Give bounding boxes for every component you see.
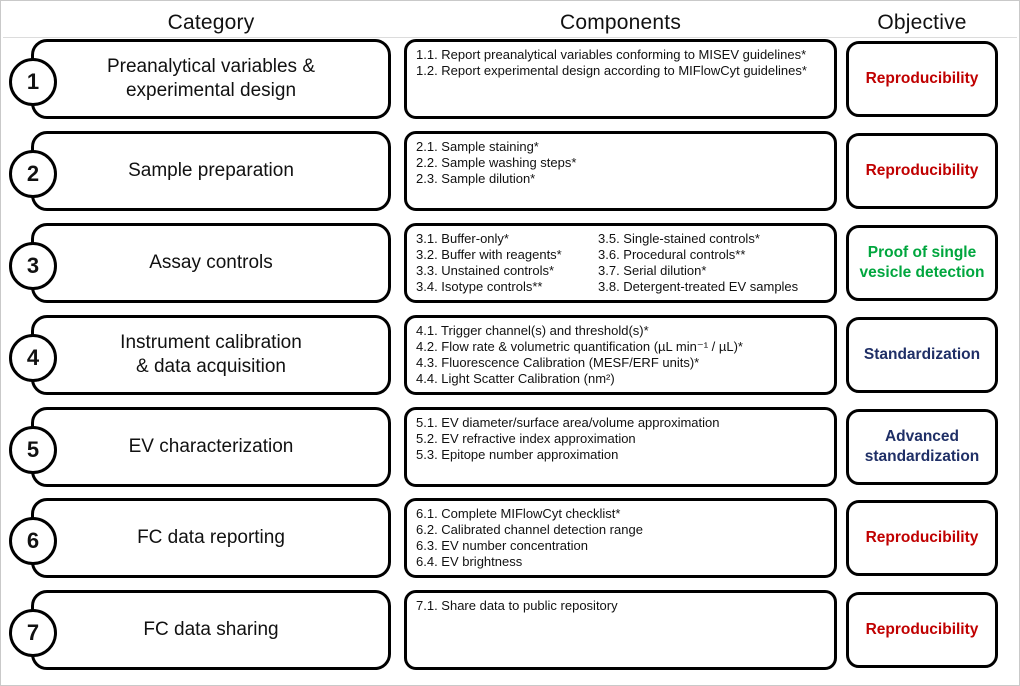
component-item: 4.4. Light Scatter Calibration (nm²) <box>416 370 615 386</box>
component-item: 2.2. Sample washing steps* <box>416 154 577 170</box>
component-item: 2.3. Sample dilution* <box>416 170 536 186</box>
component-item: 5.2. EV refractive index approximation <box>416 430 636 446</box>
component-item: 3.3. Unstained controls* <box>416 262 555 278</box>
component-item: 3.1. Buffer-only* <box>416 231 509 246</box>
objective-box: Reproducibility <box>846 500 998 576</box>
row-number-badge: 5 <box>9 426 57 474</box>
component-item: 2.1. Sample staining* <box>416 139 539 154</box>
objective-box: Reproducibility <box>846 133 998 209</box>
component-item: 1.1. Report preanalytical variables conf… <box>416 47 807 62</box>
category-box: FC data sharing <box>31 590 391 670</box>
components-column-right: 3.5. Single-stained controls* 3.6. Proce… <box>598 231 825 294</box>
category-box: EV characterization <box>31 407 391 487</box>
row-number-badge: 1 <box>9 58 57 106</box>
component-item: 4.3. Fluorescence Calibration (MESF/ERF … <box>416 354 700 370</box>
components-column-left: 3.1. Buffer-only* 3.2. Buffer with reage… <box>416 231 598 294</box>
components-box: 4.1. Trigger channel(s) and threshold(s)… <box>404 315 837 395</box>
row-number-badge: 3 <box>9 242 57 290</box>
objective-box: Standardization <box>846 317 998 393</box>
component-item: 5.1. EV diameter/surface area/volume app… <box>416 415 720 430</box>
category-box: Instrument calibration & data acquisitio… <box>31 315 391 395</box>
component-item: 4.2. Flow rate & volumetric quantificati… <box>416 338 743 354</box>
column-header-category: Category <box>167 11 255 34</box>
component-item: 4.1. Trigger channel(s) and threshold(s)… <box>416 323 649 338</box>
objective-box: Advanced standardization <box>846 409 998 485</box>
objective-box: Reproducibility <box>846 592 998 668</box>
row-number-badge: 4 <box>9 334 57 382</box>
component-item: 3.5. Single-stained controls* <box>598 231 760 246</box>
row-number-badge: 6 <box>9 517 57 565</box>
component-item: 5.3. Epitope number approximation <box>416 446 619 462</box>
component-item: 6.3. EV number concentration <box>416 537 588 553</box>
component-item: 3.2. Buffer with reagents* <box>416 246 562 262</box>
objective-box: Proof of single vesicle detection <box>846 225 998 301</box>
component-item: 1.2. Report experimental design accordin… <box>416 62 807 78</box>
row-number-badge: 7 <box>9 609 57 657</box>
component-item: 3.4. Isotype controls** <box>416 278 543 294</box>
component-item: 6.2. Calibrated channel detection range <box>416 521 643 537</box>
component-item: 3.7. Serial dilution* <box>598 262 707 278</box>
components-box: 5.1. EV diameter/surface area/volume app… <box>404 407 837 487</box>
components-box: 6.1. Complete MIFlowCyt checklist* 6.2. … <box>404 498 837 578</box>
component-item: 6.1. Complete MIFlowCyt checklist* <box>416 506 621 521</box>
category-box: Preanalytical variables & experimental d… <box>31 39 391 119</box>
row-number-badge: 2 <box>9 150 57 198</box>
components-box: 2.1. Sample staining* 2.2. Sample washin… <box>404 131 837 211</box>
category-box: Sample preparation <box>31 131 391 211</box>
category-box: Assay controls <box>31 223 391 303</box>
objective-box: Reproducibility <box>846 41 998 117</box>
components-box: 3.1. Buffer-only* 3.2. Buffer with reage… <box>404 223 837 303</box>
components-box: 7.1. Share data to public repository <box>404 590 837 670</box>
component-item: 7.1. Share data to public repository <box>416 598 618 613</box>
column-header-components: Components <box>559 11 682 34</box>
component-item: 3.8. Detergent-treated EV samples <box>598 278 799 294</box>
column-header-objective: Objective <box>877 11 967 34</box>
header-divider <box>3 37 1017 38</box>
category-box: FC data reporting <box>31 498 391 578</box>
component-item: 6.4. EV brightness <box>416 553 523 569</box>
component-item: 3.6. Procedural controls** <box>598 246 746 262</box>
components-box: 1.1. Report preanalytical variables conf… <box>404 39 837 119</box>
